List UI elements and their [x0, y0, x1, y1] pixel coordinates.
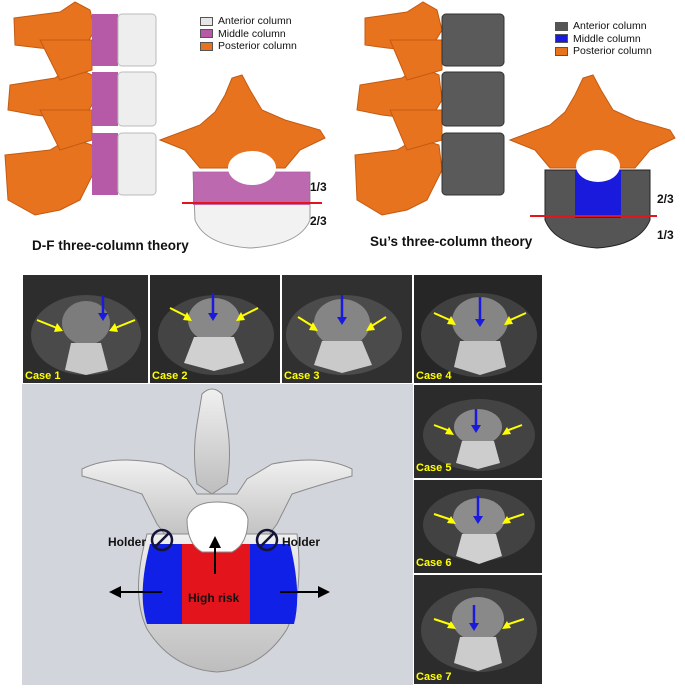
ct-case-2: Case 2: [149, 274, 281, 384]
ct-image: [414, 575, 542, 684]
df-theory-title: D-F three-column theory: [32, 238, 189, 253]
su-fraction-upper: 2/3: [657, 192, 674, 206]
case-label: Case 5: [416, 462, 452, 474]
ct-image: [414, 385, 542, 478]
axial-vertebra-left: [158, 74, 326, 249]
case-label: Case 3: [284, 370, 320, 382]
high-risk-label: High risk: [188, 591, 240, 605]
axial-vertebra-right: [508, 74, 676, 249]
ct-image: [23, 275, 148, 383]
ct-case-4: Case 4: [413, 274, 543, 384]
su-theory-panel: Anterior column Middle column Posterior …: [345, 0, 685, 265]
legend-item-anterior: Anterior column: [555, 20, 652, 32]
ct-case-5: Case 5: [413, 384, 543, 479]
case-label: Case 4: [416, 370, 452, 382]
ct-image: [414, 275, 542, 383]
df-legend: Anterior column Middle column Posterior …: [200, 15, 297, 53]
su-theory-title: Su’s three-column theory: [370, 234, 533, 249]
risk-model-illustration: [81, 388, 353, 673]
legend-item-posterior: Posterior column: [555, 45, 652, 57]
ct-case-7: Case 7: [413, 574, 543, 685]
case-label: Case 2: [152, 370, 188, 382]
df-fraction-upper: 1/3: [310, 180, 327, 194]
legend-item-posterior: Posterior column: [200, 40, 297, 52]
ct-image: [282, 275, 412, 383]
lateral-spine-right: [354, 1, 505, 216]
legend-item-middle: Middle column: [200, 28, 297, 40]
su-spine-illustration: [354, 1, 676, 249]
lateral-spine-left: [4, 1, 157, 216]
legend-item-anterior: Anterior column: [200, 15, 297, 27]
legend-item-middle: Middle column: [555, 33, 652, 45]
ct-case-6: Case 6: [413, 479, 543, 574]
ct-image: [414, 480, 542, 573]
case-label: Case 7: [416, 671, 452, 683]
su-fraction-lower: 1/3: [657, 228, 674, 242]
ct-case-1: Case 1: [22, 274, 149, 384]
case-label: Case 6: [416, 557, 452, 569]
vertebra-risk-model: Holder Holder High risk: [22, 384, 413, 685]
holder-label-left: Holder: [108, 535, 147, 549]
holder-label-right: Holder: [282, 535, 321, 549]
ct-case-3: Case 3: [281, 274, 413, 384]
df-theory-panel: Anterior column Middle column Posterior …: [0, 0, 345, 265]
df-spine-illustration: [4, 1, 326, 249]
df-fraction-lower: 2/3: [310, 214, 327, 228]
ct-image: [150, 275, 280, 383]
case-label: Case 1: [25, 370, 61, 382]
su-legend: Anterior column Middle column Posterior …: [555, 20, 652, 58]
